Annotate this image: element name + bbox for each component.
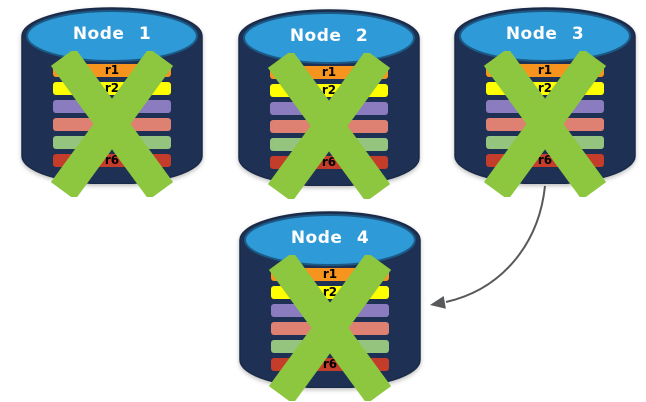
node-2: Node 2 r1r2r3r4r5r6: [237, 8, 421, 199]
node-3: Node 3 r1r2r3r4r5r6: [453, 6, 637, 197]
x-mark-icon: [268, 255, 392, 401]
node-title: Node 1: [72, 24, 152, 44]
arrow-head: [430, 296, 446, 309]
arrow-curve: [445, 185, 546, 303]
node-1: Node 1 r1r2r3r4r5r6: [20, 6, 204, 197]
node-title: Node 2: [289, 26, 369, 46]
node-title: Node 4: [290, 228, 370, 248]
node-title: Node 3: [505, 24, 585, 44]
x-mark-icon: [483, 51, 607, 197]
node-4: Node 4 r1r2r3r4r5r6: [238, 210, 422, 401]
x-mark-icon: [267, 53, 391, 199]
x-mark-icon: [50, 51, 174, 197]
